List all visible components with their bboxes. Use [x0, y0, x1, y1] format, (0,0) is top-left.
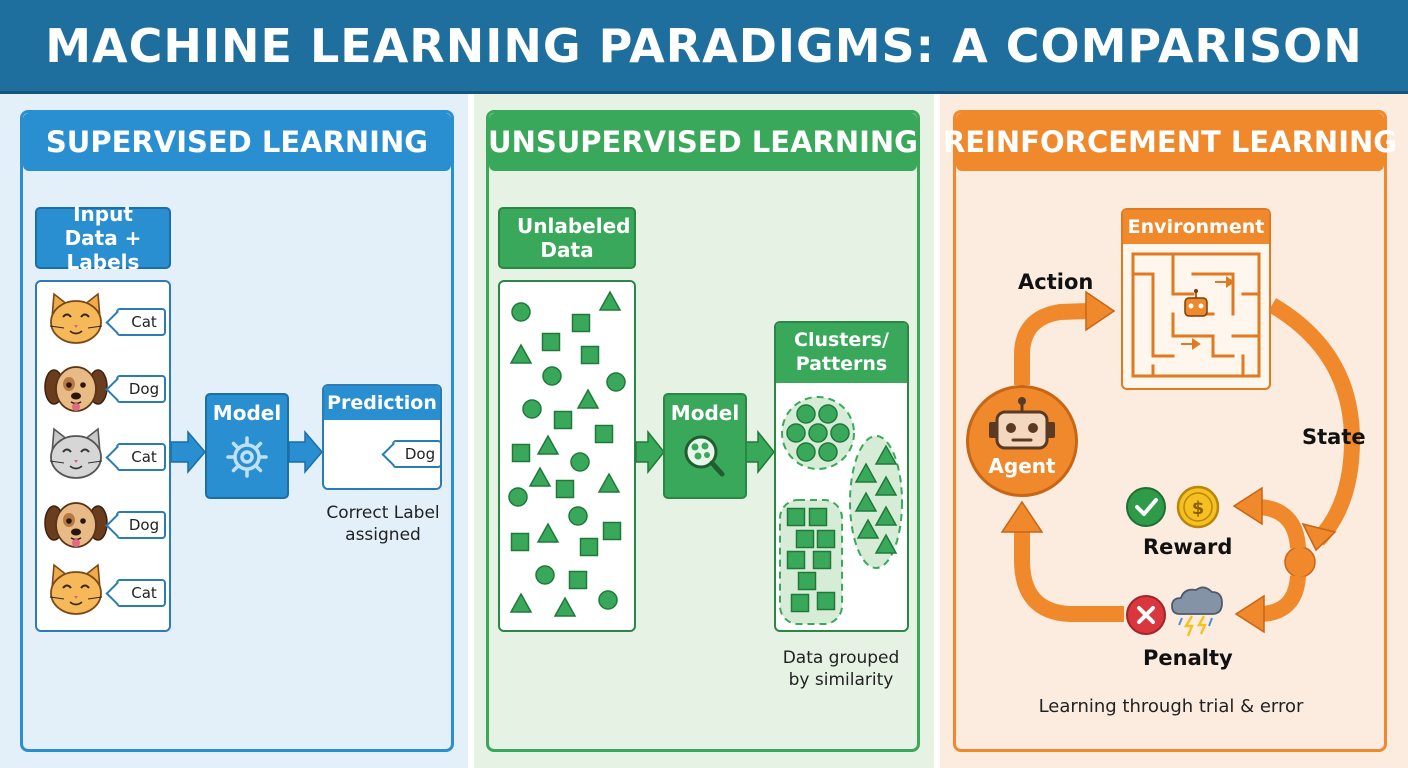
robot-icon — [1184, 289, 1208, 317]
supervised-panel: SUPERVISED LEARNING — [20, 110, 454, 752]
prediction-card: Prediction — [322, 384, 442, 490]
maze-icon — [1131, 252, 1261, 378]
arrow-right-icon — [745, 429, 775, 475]
sample-label-tag: Cat — [116, 443, 166, 471]
environment-label: Environment — [1123, 210, 1269, 244]
square-cluster — [779, 499, 843, 625]
supervised-model-box: Model — [205, 393, 289, 499]
coin-icon: $ — [1176, 485, 1220, 529]
unlabeled-data-box: Unlabeled Data — [498, 207, 636, 269]
action-label: Action — [1018, 270, 1094, 294]
prediction-value-tag: Dog — [392, 440, 442, 468]
input-data-labels-box: Input Data + Labels — [35, 202, 171, 274]
state-arrow — [1267, 298, 1361, 552]
model-label: Model — [212, 401, 282, 425]
reinforcement-title: REINFORCEMENT LEARNING — [943, 113, 1397, 171]
column-divider — [934, 94, 940, 768]
circle-cluster — [781, 396, 855, 470]
page-title: MACHINE LEARNING PARADIGMS: A COMPARISON — [45, 18, 1363, 73]
model-label: Model — [670, 401, 740, 425]
arrow-right-icon — [288, 429, 323, 475]
feedback-arrow — [1000, 500, 1124, 622]
column-divider — [468, 94, 474, 768]
sample-label-tag: Cat — [116, 308, 166, 336]
arrow-right-icon — [635, 429, 665, 475]
unsupervised-panel: UNSUPERVISED LEARNING — [486, 110, 920, 752]
reward-label: Reward — [1143, 535, 1233, 559]
prediction-label: Prediction — [324, 386, 440, 420]
junction-node — [1284, 546, 1316, 578]
reward-arrow — [1232, 486, 1306, 549]
supervised-title: SUPERVISED LEARNING — [23, 113, 451, 171]
robot-icon — [989, 397, 1055, 450]
magnifier-icon — [684, 435, 725, 477]
triangle-cluster — [849, 435, 903, 569]
agent-node: Agent — [966, 385, 1078, 497]
storm-cloud-icon — [1171, 586, 1223, 637]
header-bar: MACHINE LEARNING PARADIGMS: A COMPARISON — [0, 0, 1408, 94]
sample-label-tag: Dog — [116, 375, 166, 403]
error-x-icon — [1126, 595, 1166, 635]
unsupervised-title: UNSUPERVISED LEARNING — [488, 113, 918, 171]
unsupervised-caption: Data grouped by similarity — [782, 648, 900, 691]
unsupervised-model-box: Model — [663, 393, 747, 499]
state-label: State — [1302, 425, 1366, 449]
penalty-label: Penalty — [1143, 646, 1233, 670]
sample-label-tag: Dog — [116, 511, 166, 539]
checkmark-icon — [1126, 487, 1166, 527]
sample-label-tag: Cat — [116, 579, 166, 607]
penalty-arrow — [1234, 575, 1306, 634]
clusters-label: Clusters/ Patterns — [776, 323, 907, 383]
action-arrow — [1014, 290, 1116, 385]
svg-text:$: $ — [1192, 498, 1205, 519]
environment-card: Environment — [1121, 208, 1271, 390]
supervised-caption: Correct Label assigned — [326, 503, 440, 546]
agent-label: Agent — [988, 454, 1056, 478]
gear-icon — [226, 436, 268, 478]
reinforcement-caption: Learning through trial & error — [1038, 696, 1304, 717]
reinforcement-panel: REINFORCEMENT LEARNING — [943, 110, 1397, 752]
arrow-right-icon — [170, 429, 206, 475]
